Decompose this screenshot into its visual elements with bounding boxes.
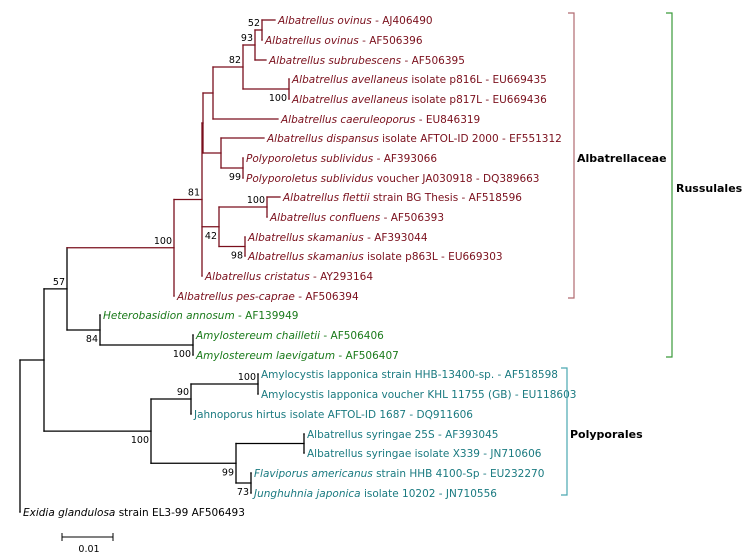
scale-bar: 0.01 bbox=[61, 533, 114, 555]
leaf-label: Albatrellus ovinus - AJ406490 bbox=[277, 15, 433, 27]
bootstrap-value: 81 bbox=[188, 188, 200, 199]
clade-label-albatrellaceae: Albatrellaceae bbox=[577, 152, 667, 165]
leaf-label: Junghuhnia japonica isolate 10202 - JN71… bbox=[252, 488, 497, 500]
leaf-label: Albatrellus syringae isolate X339 - JN71… bbox=[307, 448, 542, 460]
leaf-label: Albatrellus confluens - AF506393 bbox=[269, 212, 444, 224]
bootstrap-value: 99 bbox=[222, 467, 234, 478]
clade-label-polyporales: Polyporales bbox=[570, 428, 643, 441]
leaf-label: Albatrellus avellaneus isolate p816L - E… bbox=[291, 74, 547, 86]
bootstrap-value: 82 bbox=[229, 55, 241, 66]
leaf-label: Polyporoletus sublividus - AF393066 bbox=[246, 153, 437, 165]
bootstrap-value: 100 bbox=[247, 195, 265, 206]
leaf-label: Polyporoletus sublividus voucher JA03091… bbox=[246, 173, 539, 185]
leaf-label: Heterobasidion annosum - AF139949 bbox=[103, 310, 298, 322]
leaf-label: Amylocystis lapponica voucher KHL 11755 … bbox=[261, 389, 576, 401]
leaf-label: Jahnoporus hirtus isolate AFTOL-ID 1687 … bbox=[193, 409, 473, 421]
clade-brackets bbox=[561, 12, 673, 496]
bootstrap-value: 84 bbox=[86, 334, 98, 345]
leaf-label: Albatrellus skamanius - AF393044 bbox=[247, 232, 428, 244]
bootstrap-value: 73 bbox=[237, 487, 249, 498]
leaf-label: Flaviporus americanus strain HHB 4100-Sp… bbox=[254, 468, 544, 480]
scale-bar-label: 0.01 bbox=[78, 544, 99, 555]
leaf-label: Amylocystis lapponica strain HHB-13400-s… bbox=[261, 369, 558, 381]
albatrellaceae-bracket bbox=[568, 12, 575, 299]
clade-label-russulales: Russulales bbox=[676, 182, 743, 195]
leaf-label: Amylostereum laevigatum - AF506407 bbox=[195, 350, 399, 362]
bootstrap-value: 100 bbox=[131, 435, 149, 446]
leaf-label: Albatrellus cristatus - AY293164 bbox=[204, 271, 373, 283]
leaf-label: Albatrellus pes-caprae - AF506394 bbox=[176, 291, 359, 303]
leaf-label: Exidia glandulosa strain EL3-99 AF506493 bbox=[23, 507, 245, 519]
leaf-label: Albatrellus flettii strain BG Thesis - A… bbox=[282, 192, 522, 204]
leaf-label: Albatrellus skamanius isolate p863L - EU… bbox=[247, 251, 503, 263]
bootstrap-value: 98 bbox=[231, 251, 243, 262]
bootstrap-value: 100 bbox=[238, 372, 256, 383]
bootstrap-value: 99 bbox=[229, 172, 241, 183]
bootstrap-value: 100 bbox=[269, 93, 287, 104]
leaf-label: Albatrellus caeruleoporus - EU846319 bbox=[280, 114, 480, 126]
bootstrap-value: 100 bbox=[154, 236, 172, 247]
leaf-label: Albatrellus avellaneus isolate p817L - E… bbox=[291, 94, 547, 106]
bootstrap-value: 52 bbox=[248, 18, 260, 29]
leaf-label: Albatrellus syringae 25S - AF393045 bbox=[307, 429, 498, 441]
bootstrap-value: 42 bbox=[205, 231, 217, 242]
leaf-label: Albatrellus subrubescens - AF506395 bbox=[268, 55, 465, 67]
tree-branches bbox=[19, 19, 305, 513]
bootstrap-value: 100 bbox=[173, 349, 191, 360]
leaf-label: Albatrellus ovinus - AF506396 bbox=[264, 35, 423, 47]
bootstrap-value: 57 bbox=[53, 277, 65, 288]
bootstrap-value: 90 bbox=[177, 387, 189, 398]
leaf-labels: Albatrellus ovinus - AJ406490Albatrellus… bbox=[23, 15, 576, 519]
russulales-bracket bbox=[666, 12, 673, 358]
bootstrap-value: 93 bbox=[241, 33, 253, 44]
polyporales-bracket bbox=[561, 367, 568, 496]
leaf-label: Amylostereum chailletii - AF506406 bbox=[195, 330, 384, 342]
leaf-label: Albatrellus dispansus isolate AFTOL-ID 2… bbox=[266, 133, 562, 145]
